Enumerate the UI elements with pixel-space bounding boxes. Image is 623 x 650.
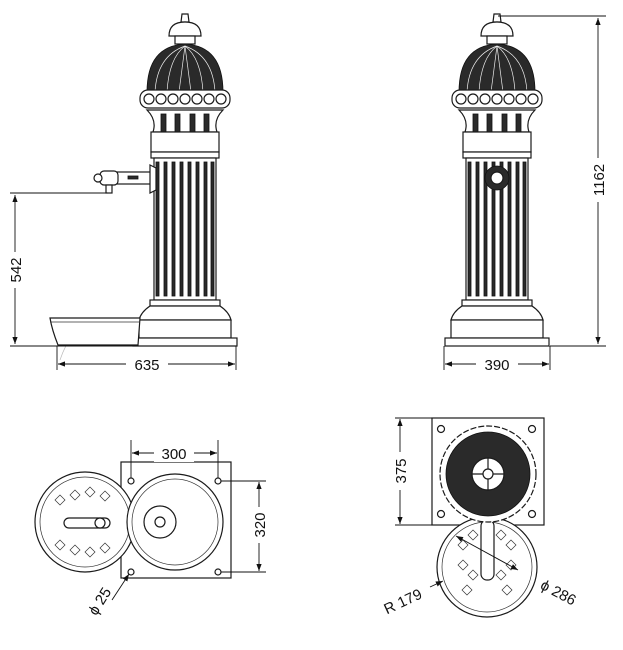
tap-fitting-front bbox=[484, 165, 510, 191]
dimension-hole-diameter: ϕ 25 bbox=[85, 585, 115, 619]
dimension-plate-width: 300 bbox=[161, 446, 186, 463]
tap bbox=[93, 164, 157, 194]
dimension-overall-height: 1162 bbox=[591, 164, 608, 196]
dimension-basin-diameter: ϕ 286 bbox=[538, 577, 579, 610]
side-elevation-view: 1162 390 bbox=[443, 13, 608, 374]
front-elevation-view: 542 635 bbox=[6, 13, 238, 374]
dimension-overall-width: 635 bbox=[134, 357, 159, 374]
plan-view-base-plate: 300 320 ϕ 25 bbox=[34, 440, 269, 619]
basin bbox=[49, 317, 141, 346]
dimension-tap-height: 542 bbox=[8, 257, 25, 282]
dimension-plate-depth: 320 bbox=[252, 512, 269, 537]
dimension-basin-radius: R 179 bbox=[381, 586, 424, 618]
dimension-plate-depth: 375 bbox=[393, 458, 410, 483]
plan-view-top: 375 R 179 ϕ 286 bbox=[381, 417, 579, 618]
dimension-base-width: 390 bbox=[484, 357, 509, 374]
